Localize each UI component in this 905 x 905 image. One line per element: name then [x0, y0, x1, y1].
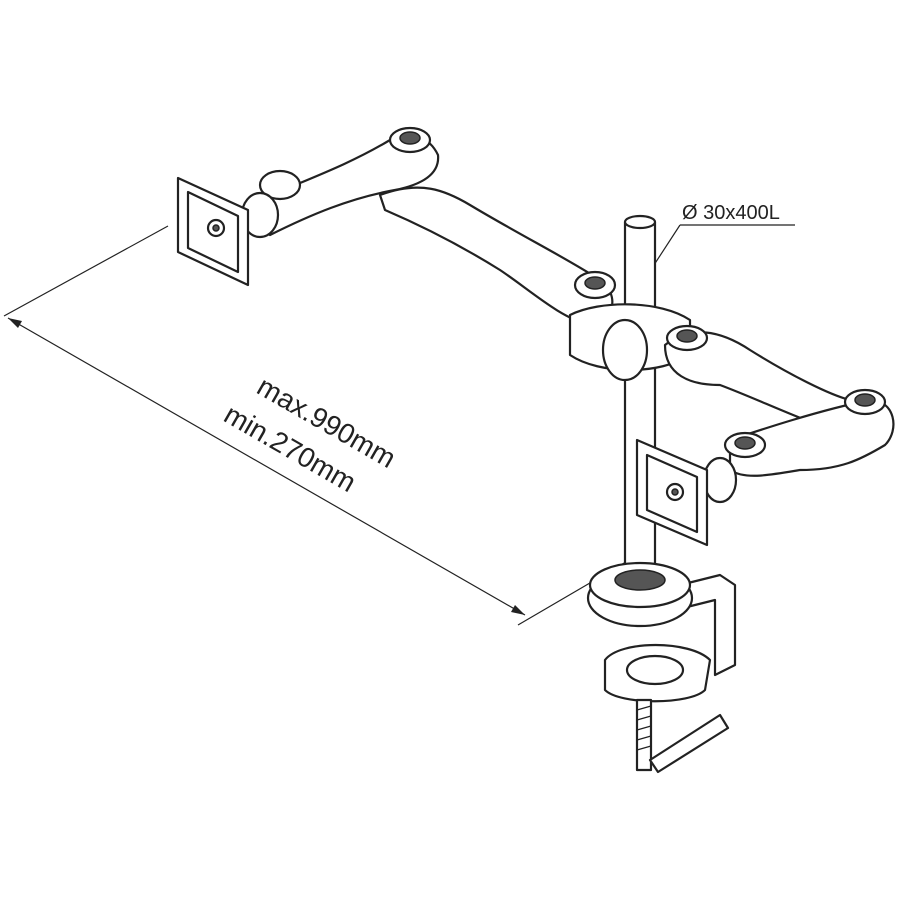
pole-dimension-label: Ø 30x400L [682, 202, 780, 224]
left-vesa-plate [176, 176, 250, 287]
desk-clamp [586, 561, 737, 774]
pole [623, 214, 657, 584]
right-arm [663, 324, 895, 504]
pole-callout [651, 224, 795, 269]
pole-collar [568, 303, 692, 382]
right-vesa-plate [635, 438, 709, 547]
upper-left-arm [240, 126, 617, 327]
